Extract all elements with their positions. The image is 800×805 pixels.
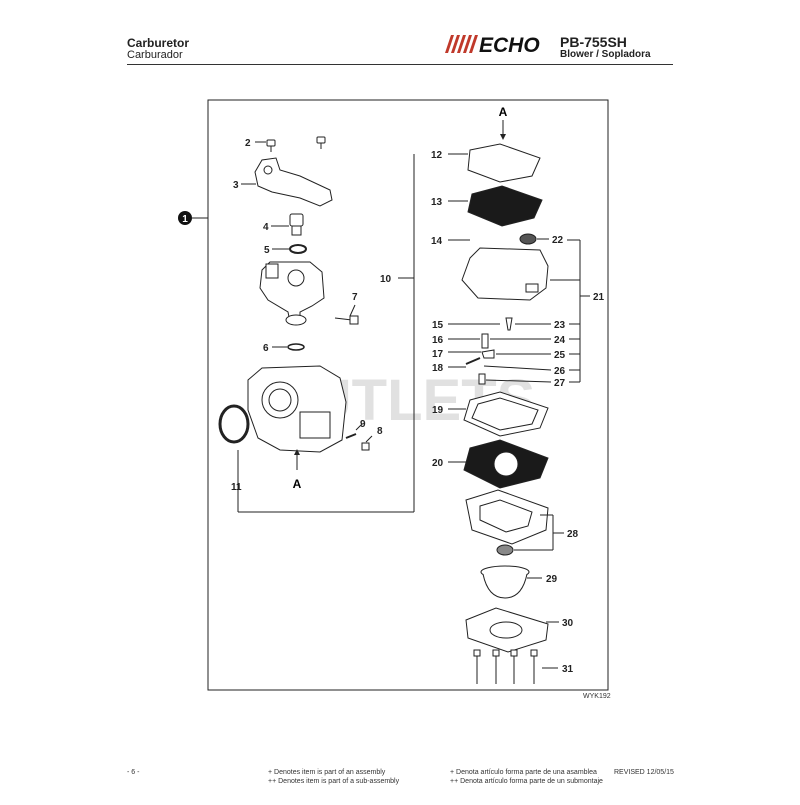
callout-31: 31	[562, 664, 574, 675]
svg-text:1: 1	[182, 214, 188, 225]
part-valve-28	[496, 544, 514, 556]
page-number: - 6 -	[127, 769, 140, 776]
note-en-2: ++ Denotes item is part of a sub-assembl…	[268, 778, 400, 785]
part-spring-16	[481, 333, 489, 349]
callout-17: 17	[432, 349, 444, 360]
callout-22: 22	[552, 235, 564, 246]
page-title: Carburetor	[127, 36, 190, 50]
part-diaphragm-13	[467, 185, 543, 227]
part-primer-bulb-29	[480, 565, 530, 599]
part-screw-7	[334, 315, 359, 325]
part-retainer-30	[465, 607, 549, 653]
callout-4: 4	[263, 222, 269, 233]
part-clip-6	[287, 343, 305, 351]
part-pin-18	[465, 357, 481, 365]
part-gasket-12	[467, 143, 541, 183]
callout-19: 19	[432, 405, 444, 416]
part-screws-2	[266, 136, 326, 152]
part-pump-body-14	[461, 247, 549, 301]
callout-13: 13	[431, 197, 443, 208]
part-knob-4	[289, 213, 304, 236]
assembly-marker	[178, 211, 192, 225]
part-screw-27	[478, 373, 486, 385]
callout-6: 6	[263, 343, 269, 354]
part-bracket-3	[254, 157, 333, 207]
callout-21: 21	[593, 292, 605, 303]
model-description: Blower / Sopladora	[560, 49, 651, 60]
callout-7: 7	[352, 292, 358, 303]
callout-26: 26	[554, 366, 566, 377]
callout-14: 14	[431, 236, 443, 247]
callout-23: 23	[554, 320, 566, 331]
callout-28: 28	[567, 529, 579, 540]
callout-24: 24	[554, 335, 566, 346]
callout-25: 25	[554, 350, 566, 361]
callout-9: 9	[360, 419, 366, 430]
part-cap-8	[361, 442, 370, 451]
echo-logo: ECHO	[443, 33, 555, 57]
callout-27: 27	[554, 378, 566, 389]
callout-20: 20	[432, 458, 444, 469]
callout-10: 10	[380, 274, 392, 285]
note-en-1: + Denotes item is part of an assembly	[268, 769, 386, 776]
part-screw-9	[345, 433, 357, 439]
callout-8: 8	[377, 426, 383, 437]
part-screen-22	[519, 233, 537, 245]
header-rule	[127, 64, 673, 65]
part-oring-5	[289, 244, 307, 254]
callout-29: 29	[546, 574, 558, 585]
revision-date: REVISED 12/05/15	[614, 769, 674, 776]
note-es-1: + Denota artículo forma parte de una asa…	[450, 769, 597, 776]
part-lever-17	[481, 349, 495, 359]
part-needle-23	[505, 317, 513, 331]
callout-3: 3	[233, 180, 239, 191]
callout-12: 12	[431, 150, 443, 161]
part-cover-28	[465, 489, 549, 545]
diagram-code: WYK192	[583, 693, 611, 700]
callout-15: 15	[432, 320, 444, 331]
ref-a-top: A	[499, 105, 508, 119]
page-subtitle: Carburador	[127, 49, 183, 61]
note-es-2: ++ Denota artículo forma parte de un sub…	[450, 778, 603, 785]
model-number: PB-755SH	[560, 34, 627, 50]
part-carburetor-body	[247, 365, 347, 453]
diagram-frame	[207, 99, 609, 691]
ref-a-bottom: A	[293, 477, 302, 491]
part-gasket-11	[218, 404, 250, 444]
callout-18: 18	[432, 363, 444, 374]
brand-text: ECHO	[479, 34, 540, 55]
callout-16: 16	[432, 335, 444, 346]
callout-5: 5	[264, 245, 270, 256]
callout-11: 11	[231, 482, 242, 493]
callout-2: 2	[245, 138, 251, 149]
part-throttle-housing	[259, 261, 325, 326]
callout-30: 30	[562, 618, 574, 629]
part-screws-31	[473, 649, 538, 684]
